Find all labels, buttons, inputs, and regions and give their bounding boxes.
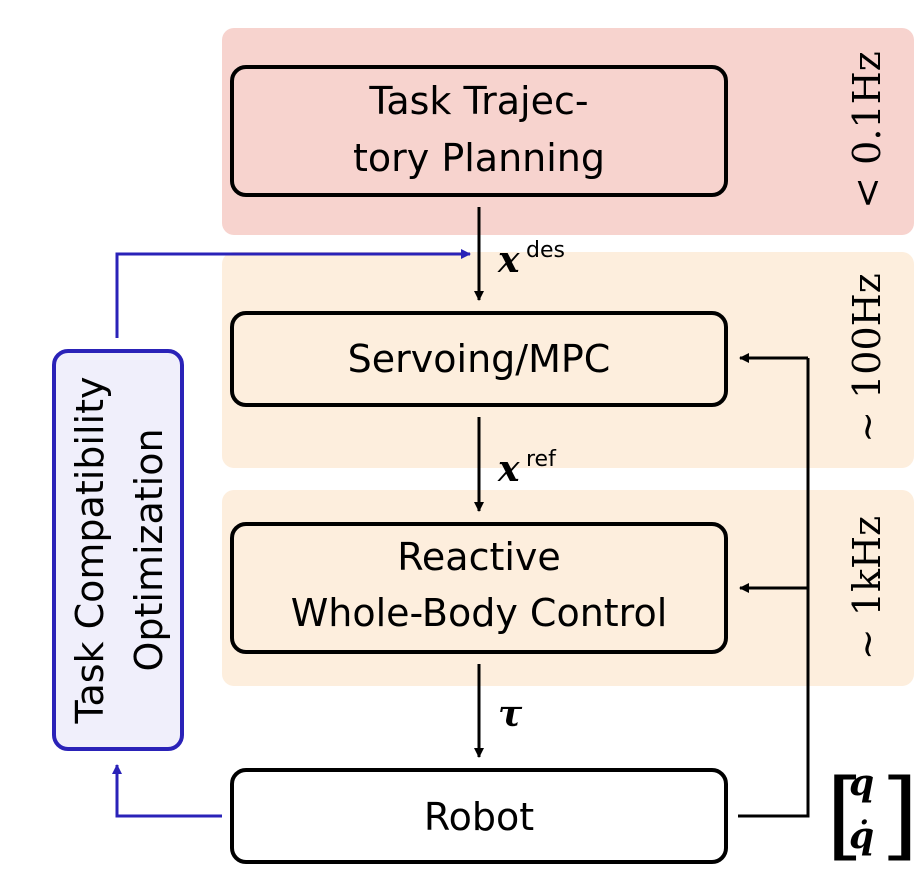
whole-body-control-box <box>230 522 728 654</box>
x-ref-symbol: x <box>497 448 520 490</box>
x-ref-superscript: ref <box>526 447 557 472</box>
task-trajectory-planning-label-line2: tory Planning <box>353 136 605 180</box>
state-q: q <box>849 762 874 804</box>
robot-label: Robot <box>424 795 534 839</box>
tau-symbol: τ <box>498 693 523 735</box>
task-trajectory-planning-box <box>230 65 728 197</box>
state-vector-right-bracket: ] <box>881 759 918 871</box>
servo-frequency-band <box>222 252 914 468</box>
task-trajectory-planning-label-line1: Task Trajec- <box>368 79 588 123</box>
x-des-superscript: des <box>526 238 565 263</box>
control-frequency-band <box>222 490 914 686</box>
task-compatibility-optimization-box <box>52 349 184 751</box>
whole-body-control-label-line1: Reactive <box>397 535 561 579</box>
control-frequency-label: ~ 1kHz <box>845 516 889 660</box>
robot-box <box>230 768 728 864</box>
state-feedback-line <box>738 358 810 818</box>
x-des-symbol: x <box>497 239 520 281</box>
planning-frequency-label: < 0.1Hz <box>845 51 889 209</box>
servoing-mpc-box <box>230 311 728 407</box>
compatibility-to-x-des-line <box>115 249 471 338</box>
servo-frequency-label: ~ 100Hz <box>845 273 889 443</box>
whole-body-control-label-line2: Whole-Body Control <box>291 591 668 635</box>
robot-to-compatibility-line <box>112 764 222 818</box>
planning-frequency-band <box>222 28 914 235</box>
state-q-dot: q̇ <box>849 815 874 857</box>
servoing-mpc-label: Servoing/MPC <box>348 337 611 381</box>
task-compatibility-label-line1: Task Compatibility <box>68 377 112 725</box>
state-vector-left-bracket: [ <box>826 759 863 871</box>
task-compatibility-label-line2: Optimization <box>127 428 171 671</box>
